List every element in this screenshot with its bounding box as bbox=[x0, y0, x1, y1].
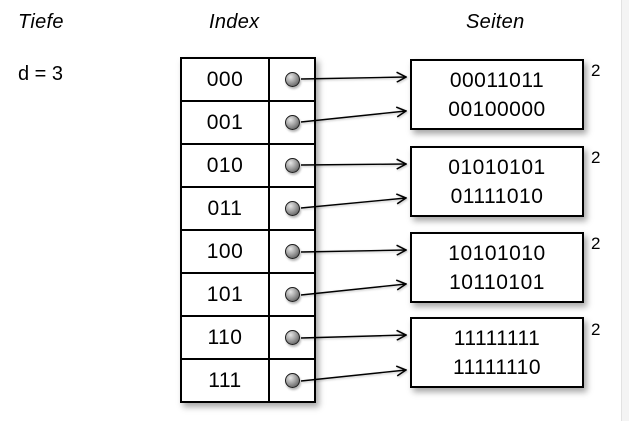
pointer-cell bbox=[270, 59, 314, 100]
pointer-dot-icon bbox=[284, 115, 300, 130]
local-depth-label-3: 2 bbox=[591, 320, 601, 339]
pointer-cell bbox=[270, 231, 314, 272]
index-row-011: 011 bbox=[182, 188, 314, 231]
pointer-dot-icon bbox=[284, 330, 300, 345]
index-cell-bits: 011 bbox=[182, 188, 270, 229]
pointer-dot-icon bbox=[284, 201, 300, 216]
page-box-3: 11111111 11111110 bbox=[410, 317, 584, 388]
pointer-dot-icon bbox=[284, 373, 300, 388]
index-row-101: 101 bbox=[182, 274, 314, 317]
index-cell-bits: 001 bbox=[182, 102, 270, 143]
index-row-001: 001 bbox=[182, 102, 314, 145]
index-row-010: 010 bbox=[182, 145, 314, 188]
pointer-cell bbox=[270, 317, 314, 358]
arrow-111 bbox=[300, 370, 406, 382]
page-entry: 01010101 bbox=[448, 155, 546, 179]
pointer-cell bbox=[270, 360, 314, 401]
index-row-110: 110 bbox=[182, 317, 314, 360]
page-box-2: 10101010 10110101 bbox=[410, 232, 584, 303]
pointer-cell bbox=[270, 102, 314, 143]
pointer-cell bbox=[270, 188, 314, 229]
index-cell-bits: 111 bbox=[182, 360, 270, 401]
index-cell-bits: 000 bbox=[182, 59, 270, 100]
page-entry: 10101010 bbox=[448, 241, 546, 265]
pointer-cell bbox=[270, 274, 314, 315]
page-entry: 10110101 bbox=[449, 270, 545, 294]
page-entry: 00011011 bbox=[449, 68, 545, 92]
arrow-000 bbox=[300, 77, 406, 79]
column-header-tiefe: Tiefe bbox=[18, 11, 64, 33]
index-cell-bits: 101 bbox=[182, 274, 270, 315]
pointer-cell bbox=[270, 145, 314, 186]
index-directory-table: 000 001 010 011 100 101 110 111 bbox=[180, 57, 316, 403]
local-depth-label-1: 2 bbox=[591, 148, 601, 167]
index-row-111: 111 bbox=[182, 360, 314, 401]
index-row-100: 100 bbox=[182, 231, 314, 274]
pointer-dot-icon bbox=[284, 158, 300, 173]
pointer-dot-icon bbox=[284, 72, 300, 87]
global-depth-value: d = 3 bbox=[18, 63, 64, 85]
index-cell-bits: 010 bbox=[182, 145, 270, 186]
local-depth-label-0: 2 bbox=[591, 61, 601, 80]
pointer-dot-icon bbox=[284, 287, 300, 302]
index-cell-bits: 110 bbox=[182, 317, 270, 358]
page-box-1: 01010101 01111010 bbox=[410, 146, 584, 217]
slide-edge bbox=[621, 0, 629, 421]
page-entry: 11111110 bbox=[452, 355, 542, 379]
index-cell-bits: 100 bbox=[182, 231, 270, 272]
page-box-0: 00011011 00100000 bbox=[410, 59, 584, 130]
local-depth-label-2: 2 bbox=[591, 234, 601, 253]
arrow-100 bbox=[300, 250, 406, 252]
pointer-dot-icon bbox=[284, 244, 300, 259]
page-entry: 00100000 bbox=[448, 97, 546, 121]
arrow-110 bbox=[300, 335, 406, 338]
arrow-010 bbox=[300, 164, 406, 165]
arrow-001 bbox=[300, 111, 406, 123]
page-entry: 11111111 bbox=[453, 326, 541, 350]
arrow-101 bbox=[300, 284, 406, 296]
column-header-index: Index bbox=[209, 11, 260, 33]
arrow-011 bbox=[300, 198, 406, 209]
column-header-seiten: Seiten bbox=[466, 11, 525, 33]
page-entry: 01111010 bbox=[450, 184, 544, 208]
index-row-000: 000 bbox=[182, 59, 314, 102]
